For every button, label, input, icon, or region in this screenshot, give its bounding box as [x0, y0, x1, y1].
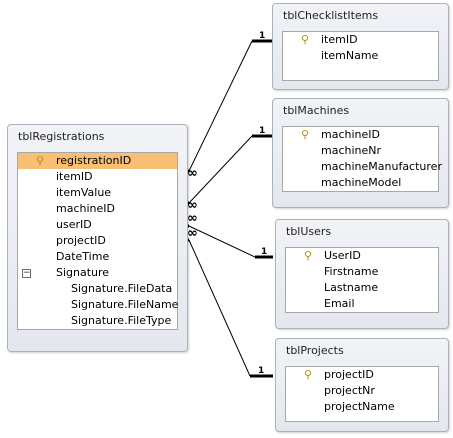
many-label-checklistitems: ∞ [187, 166, 198, 181]
field-row[interactable]: ⚲ machineID [283, 127, 438, 143]
rel-registrations-checklistitems[interactable] [183, 39, 273, 173]
field-name: machineModel [321, 176, 402, 189]
field-name: Lastname [324, 281, 379, 294]
field-name: Signature [56, 266, 110, 279]
key-icon: ⚲ [304, 249, 313, 262]
table-title: tblUsers [286, 225, 332, 238]
field-name: machineNr [321, 144, 382, 157]
key-icon: ⚲ [301, 33, 310, 46]
collapse-minus-icon[interactable]: − [22, 268, 31, 278]
many-label-machines: ∞ [187, 198, 198, 213]
field-name: UserID [324, 249, 361, 262]
field-row[interactable]: projectNr [286, 383, 438, 399]
field-name: machineID [56, 202, 115, 215]
field-row[interactable]: itemName [283, 48, 438, 64]
one-label-projects: 1 [258, 366, 264, 376]
many-label-projects: ∞ [187, 226, 198, 241]
table-title: tblChecklistItems [283, 9, 379, 22]
field-list: ⚲ projectID projectNr projectName [285, 366, 439, 422]
field-row[interactable]: machineID [18, 201, 177, 217]
field-name: projectID [324, 368, 374, 381]
subfield-row[interactable]: Signature.FileName [18, 297, 179, 313]
field-row[interactable]: ⚲ itemID [283, 32, 438, 48]
field-name: itemID [56, 170, 93, 183]
field-name: projectNr [324, 384, 375, 397]
field-name: DateTime [56, 250, 110, 263]
table-checklist-items[interactable]: tblChecklistItems ⚲ itemID itemName [272, 3, 449, 90]
subfield-row[interactable]: Signature.FileData [18, 281, 177, 297]
field-name: machineManufacturer [321, 160, 442, 173]
one-label-checklistitems: 1 [259, 31, 265, 41]
key-icon: ⚲ [36, 154, 45, 167]
field-list: ⚲ machineID machineNr machineManufacture… [282, 126, 442, 192]
table-title: tblProjects [286, 344, 344, 357]
one-label-machines: 1 [259, 126, 265, 136]
key-icon: ⚲ [304, 368, 313, 381]
field-row[interactable]: Firstname [286, 264, 438, 280]
field-row[interactable]: ⚲ projectID [286, 367, 438, 383]
field-row[interactable]: machineManufacturer [283, 159, 442, 175]
subfield-name: Signature.FileName [71, 298, 179, 311]
field-name: itemID [321, 33, 358, 46]
subfield-row[interactable]: Signature.FileType [18, 313, 177, 329]
table-users[interactable]: tblUsers ⚲ UserID Firstname Lastname Ema… [275, 219, 449, 329]
field-name: machineID [321, 128, 380, 141]
one-label-users: 1 [261, 247, 267, 257]
field-row[interactable]: Lastname [286, 280, 438, 296]
field-row[interactable]: userID [18, 217, 177, 233]
field-list: ⚲ itemID itemName [282, 31, 439, 81]
field-name: itemValue [56, 186, 112, 199]
field-row[interactable]: projectID [18, 233, 177, 249]
field-row[interactable]: ⚲ UserID [286, 248, 438, 264]
field-name: itemName [321, 49, 379, 62]
field-row[interactable]: ⚲ registrationID [18, 153, 177, 169]
field-name: projectID [56, 234, 106, 247]
field-row[interactable]: machineModel [283, 175, 438, 191]
field-row[interactable]: projectName [286, 399, 438, 415]
table-projects[interactable]: tblProjects ⚲ projectID projectNr projec… [275, 338, 449, 432]
field-row-signature[interactable]: − Signature [18, 265, 177, 281]
rel-registrations-projects[interactable] [183, 238, 273, 378]
field-name: registrationID [56, 154, 132, 167]
field-row[interactable]: itemValue [18, 185, 177, 201]
field-name: Email [324, 297, 355, 310]
field-name: projectName [324, 400, 395, 413]
table-title: tblMachines [283, 104, 350, 117]
field-list: ⚲ registrationID itemID itemValue machin… [17, 152, 178, 330]
field-name: userID [56, 218, 92, 231]
field-row[interactable]: Email [286, 296, 438, 312]
subfield-name: Signature.FileData [71, 282, 173, 295]
table-machines[interactable]: tblMachines ⚲ machineID machineNr machin… [272, 98, 449, 208]
subfield-name: Signature.FileType [71, 314, 172, 327]
field-row[interactable]: machineNr [283, 143, 438, 159]
table-title: tblRegistrations [18, 130, 105, 143]
field-row[interactable]: DateTime [18, 249, 177, 265]
field-list: ⚲ UserID Firstname Lastname Email [285, 247, 439, 313]
table-registrations[interactable]: tblRegistrations ⚲ registrationID itemID… [7, 124, 188, 352]
field-name: Firstname [324, 265, 379, 278]
key-icon: ⚲ [301, 128, 310, 141]
many-label-users: ∞ [187, 211, 198, 226]
field-row[interactable]: itemID [18, 169, 177, 185]
